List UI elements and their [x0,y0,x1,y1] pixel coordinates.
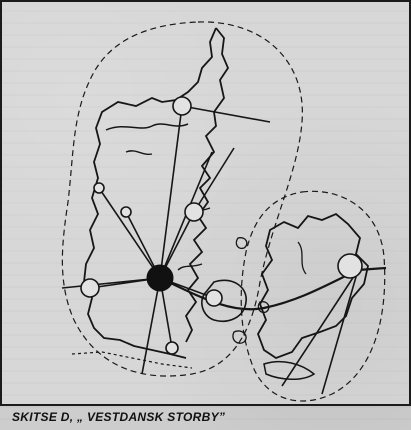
zealand-inner-fjord [298,242,306,274]
west-region-boundary [62,22,302,376]
jutland-coastline [84,28,216,358]
east-region-boundary [241,191,385,401]
node-fredericia [206,290,222,306]
map-sketch [2,2,411,408]
sketch-caption: SKITSE D, „ VESTDANSK STORBY” [12,408,225,426]
hub-vestdansk-storby [147,265,173,291]
line-hub-south [142,278,160,374]
satellite-nodes [81,97,362,354]
node-aalborg [173,97,191,115]
limfjord [106,124,188,130]
line-copenhagen-south [322,270,358,394]
node-haderslev [166,342,178,354]
island-small-1 [236,238,246,249]
connection-lines [62,106,270,374]
node-copenhagen [338,254,362,278]
node-herning [121,207,131,217]
fjord-inlet-1 [126,151,152,154]
zealand-coastline [258,214,368,358]
node-esbjerg [81,279,99,297]
line-hub-to-viborg [99,188,160,278]
line-aalborg-east [182,106,270,122]
node-randers [185,203,203,221]
sketch-frame [0,0,411,406]
node-viborg [94,183,104,193]
line-hub-west-extra [62,278,160,288]
